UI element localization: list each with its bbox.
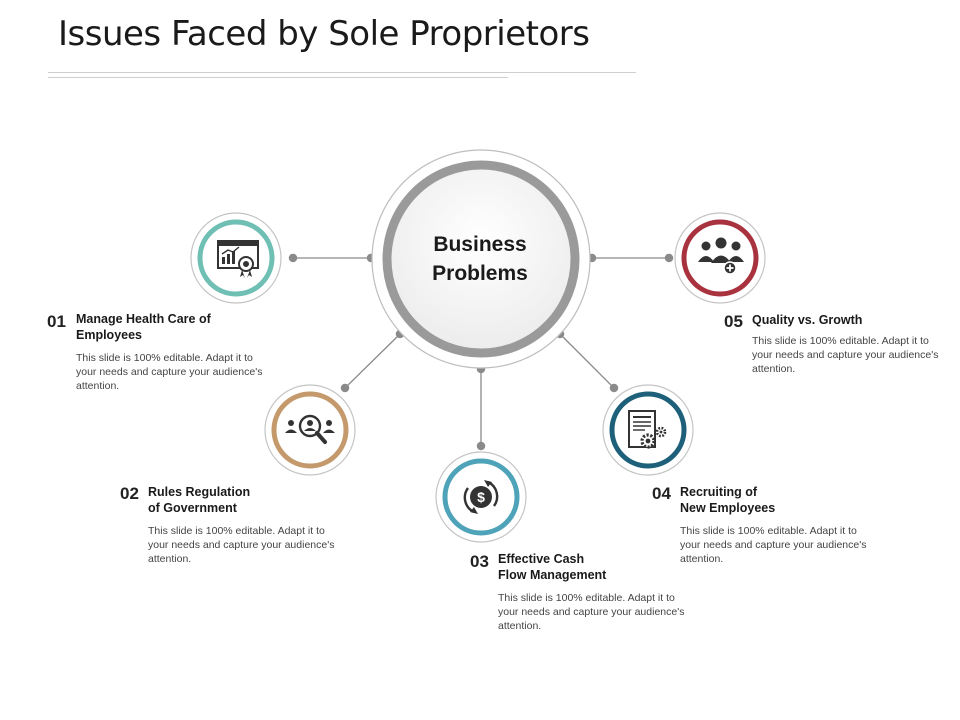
item-description: This slide is 100% editable. Adapt it to… bbox=[148, 525, 335, 565]
item-description: This slide is 100% editable. Adapt it to… bbox=[752, 335, 939, 375]
item-description: This slide is 100% editable. Adapt it to… bbox=[76, 352, 263, 392]
title-underline-top bbox=[48, 72, 636, 73]
item-heading: Rules Regulation of Government bbox=[148, 485, 251, 515]
item-number: 04 bbox=[652, 484, 671, 503]
item-number: 05 bbox=[724, 312, 743, 331]
connector-04-dot-outer bbox=[609, 383, 619, 393]
connector-01-dot-outer bbox=[288, 253, 298, 263]
analytics-board-award-icon bbox=[217, 240, 259, 278]
svg-text:$: $ bbox=[477, 489, 485, 505]
center-label: Business Problems bbox=[400, 230, 560, 288]
connectors bbox=[288, 253, 674, 451]
connector-02-dot-outer bbox=[340, 383, 350, 393]
connector-05-dot-outer bbox=[664, 253, 674, 263]
document-gears-icon bbox=[628, 410, 667, 449]
item-number: 03 bbox=[470, 552, 489, 571]
item-description: This slide is 100% editable. Adapt it to… bbox=[498, 592, 685, 632]
connector-03-dot-outer bbox=[476, 441, 486, 451]
item-number: 02 bbox=[120, 484, 139, 503]
item-description: This slide is 100% editable. Adapt it to… bbox=[680, 525, 867, 565]
center-label-line2: Problems bbox=[432, 262, 528, 285]
item-number: 01 bbox=[47, 312, 66, 331]
item-heading: Recruiting of New Employees bbox=[680, 485, 776, 515]
page-title: Issues Faced by Sole Proprietors bbox=[58, 14, 590, 54]
team-add-icon bbox=[698, 237, 744, 275]
people-search-icon bbox=[285, 414, 335, 444]
item-heading: Quality vs. Growth bbox=[752, 313, 863, 327]
item-circle-01-ring bbox=[197, 219, 275, 297]
item-heading: Effective Cash Flow Management bbox=[498, 552, 607, 582]
connector-04 bbox=[559, 333, 615, 389]
center-hub-thick-ring bbox=[382, 160, 580, 358]
center-label-line1: Business bbox=[433, 233, 527, 256]
item-heading: Manage Health Care of Employees bbox=[76, 312, 211, 342]
connector-02 bbox=[344, 333, 401, 389]
dollar-cycle-icon: $ bbox=[463, 480, 499, 514]
item-circle-01 bbox=[190, 212, 282, 304]
title-underline-bottom bbox=[48, 77, 508, 78]
center-hub bbox=[371, 149, 591, 369]
